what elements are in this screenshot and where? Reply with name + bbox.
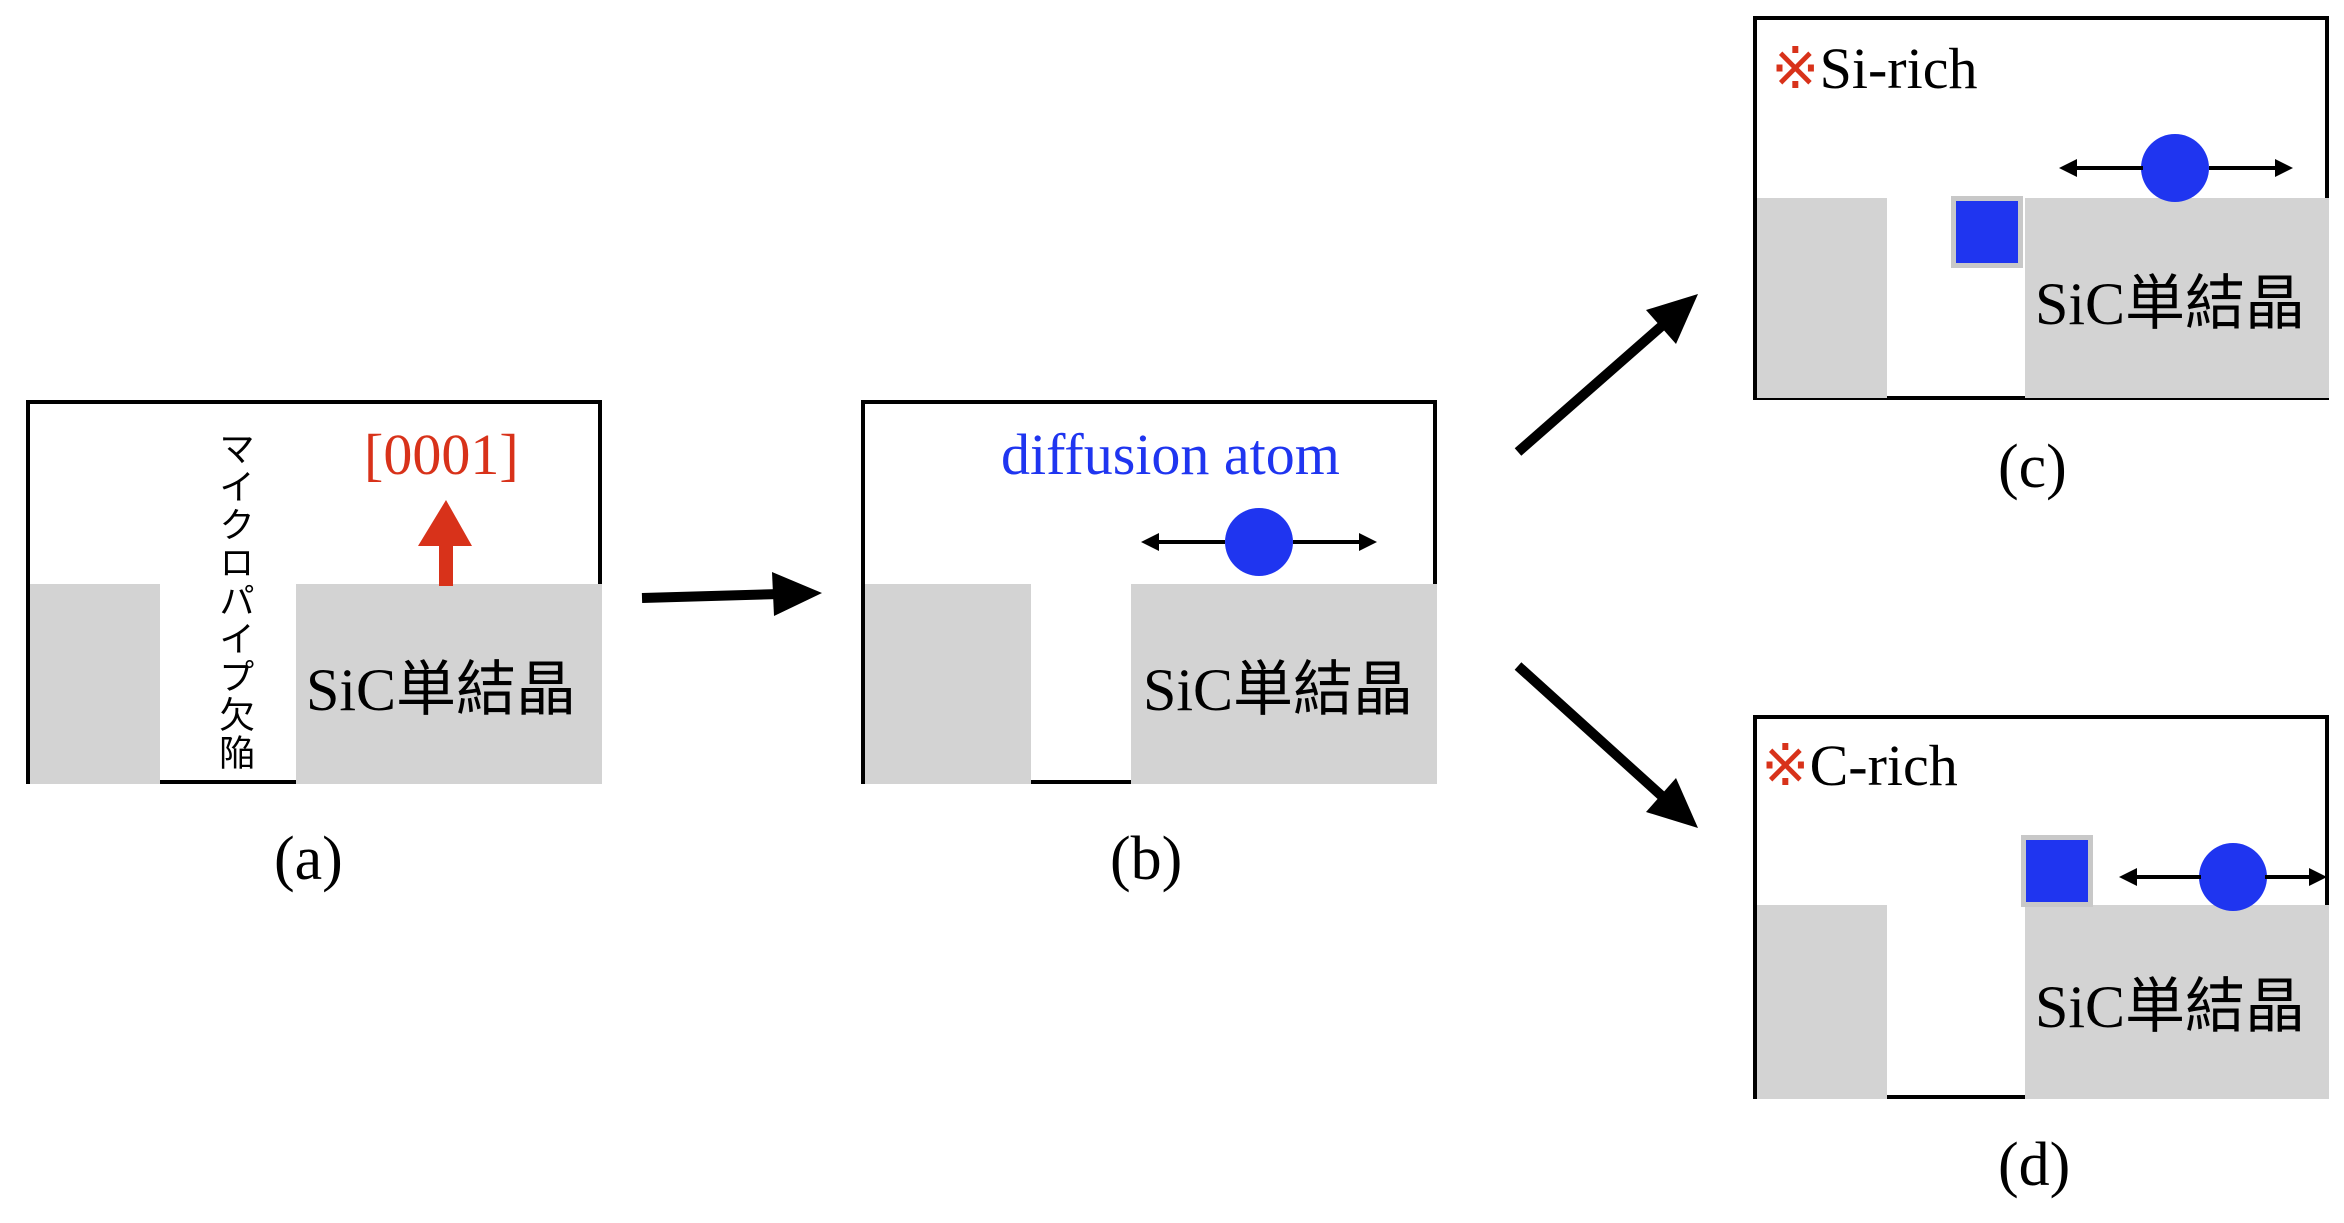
- note-mark: ※: [1761, 733, 1810, 798]
- diffusion-left-arrow-icon: [2119, 868, 2201, 886]
- condition-title: ※C-rich: [1761, 737, 1958, 795]
- diffusion-left-arrow-icon: [2059, 159, 2143, 177]
- crystal-block-left: [1757, 198, 1887, 398]
- caption-b: (b): [1110, 825, 1183, 893]
- condition-title: ※Si-rich: [1771, 40, 1977, 98]
- panel-a: SiC単結晶 マイクロパイプ欠陥 [0001]: [26, 400, 602, 784]
- diffusion-right-arrow-icon: [1293, 533, 1377, 551]
- diffusion-right-arrow-icon: [2265, 868, 2327, 886]
- panel-c: SiC単結晶 ※Si-rich: [1753, 16, 2329, 400]
- crystal-block-right: [296, 584, 602, 784]
- condition-label: Si-rich: [1819, 36, 1978, 101]
- crystal-block-right: [2025, 198, 2329, 398]
- direction-label: [0001]: [364, 422, 519, 487]
- caption-d: (d): [1998, 1131, 2071, 1199]
- panel-d: SiC単結晶 ※C-rich: [1753, 715, 2329, 1099]
- crystal-block-right: [2025, 905, 2329, 1099]
- caption-c: (c): [1998, 433, 2067, 501]
- arrow-a-to-b-icon: [641, 572, 822, 616]
- diffusion-atom: [2199, 843, 2267, 911]
- crystal-label: SiC単結晶: [2035, 974, 2306, 1040]
- diffusion-left-arrow-icon: [1141, 533, 1225, 551]
- crystal-label: SiC単結晶: [2035, 271, 2306, 337]
- crystal-label: SiC単結晶: [1143, 657, 1414, 723]
- diffusion-atom: [2141, 134, 2209, 202]
- diffusion-right-arrow-icon: [2209, 159, 2293, 177]
- defect-label: マイクロパイプ欠陥: [214, 430, 254, 772]
- diffusion-atom: [1225, 508, 1293, 576]
- adsorbed-atom-square: [1951, 196, 2023, 268]
- atom-label: diffusion atom: [1001, 422, 1340, 487]
- crystal-block-left: [1757, 905, 1887, 1099]
- panel-b: SiC単結晶 diffusion atom: [861, 400, 1437, 784]
- note-mark: ※: [1771, 36, 1820, 101]
- growth-direction-arrow: [418, 500, 472, 586]
- adsorbed-atom-square: [2021, 835, 2093, 907]
- crystal-block-left: [865, 584, 1031, 784]
- crystal-label: SiC単結晶: [306, 657, 577, 723]
- condition-label: C-rich: [1809, 733, 1958, 798]
- caption-a: (a): [274, 825, 343, 893]
- arrow-b-to-c-icon: [1514, 294, 1698, 456]
- crystal-block-right: [1131, 584, 1437, 784]
- arrow-b-to-d-icon: [1514, 662, 1698, 828]
- crystal-block-left: [30, 584, 160, 784]
